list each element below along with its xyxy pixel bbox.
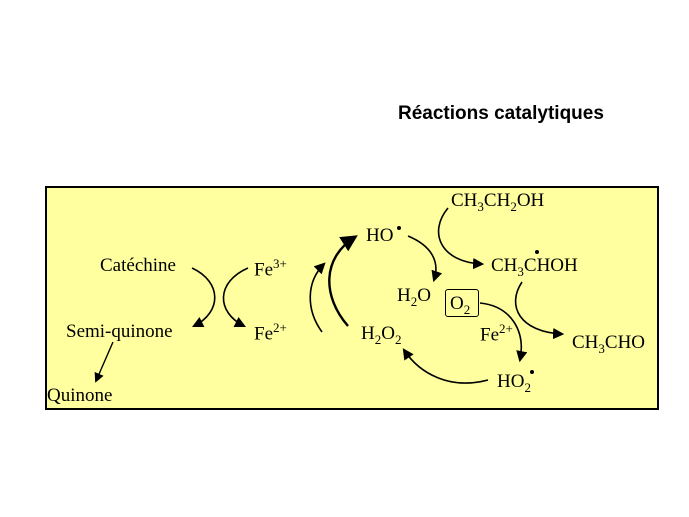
arrow-h2o2-to-ho bbox=[328, 235, 358, 327]
label-fe3: Fe3+ bbox=[254, 256, 287, 281]
label-h2o: H2O bbox=[397, 285, 431, 309]
label-hydroxyethyl-radical: CH3CHOH bbox=[491, 255, 578, 279]
label-acetaldehyde: CH3CHO bbox=[572, 332, 646, 356]
label-quinone: Quinone bbox=[47, 385, 113, 406]
label-fe2: Fe2+ bbox=[254, 320, 287, 345]
label-semi-quinone: Semi-quinone bbox=[66, 321, 173, 342]
arrow-semiquinone-to-quinone bbox=[94, 341, 114, 383]
arrow-fe2-to-fe3 bbox=[309, 262, 326, 333]
label-fe2-right: Fe2+ bbox=[480, 321, 513, 346]
radical-dot-ho2 bbox=[530, 370, 534, 374]
label-ethanol: CH3CH2OH bbox=[451, 190, 545, 214]
radical-dot-ho bbox=[397, 226, 401, 230]
reaction-panel bbox=[45, 186, 659, 410]
radical-dot-choh bbox=[535, 250, 539, 254]
arrow-catechine-to-semiquinone bbox=[191, 267, 216, 328]
arrow-ho-to-h2o bbox=[407, 235, 443, 283]
arrow-ho2-to-h2o2 bbox=[402, 348, 489, 384]
arrow-fe3-to-fe2 bbox=[222, 267, 249, 328]
arrow-o2-to-ho2 bbox=[479, 302, 528, 363]
label-h2o2: H2O2 bbox=[361, 323, 402, 347]
slide-title: Réactions catalytiques bbox=[398, 103, 604, 124]
label-ho2-radical: HO2 bbox=[497, 371, 531, 395]
label-catechine: Catéchine bbox=[100, 255, 176, 276]
label-ho-radical: HO bbox=[366, 225, 394, 246]
arrow-radical-to-acetaldehyde bbox=[514, 281, 565, 340]
arrow-ethanol-to-radical bbox=[437, 207, 485, 270]
o2-box bbox=[445, 289, 479, 317]
label-o2: O2 bbox=[450, 293, 471, 317]
